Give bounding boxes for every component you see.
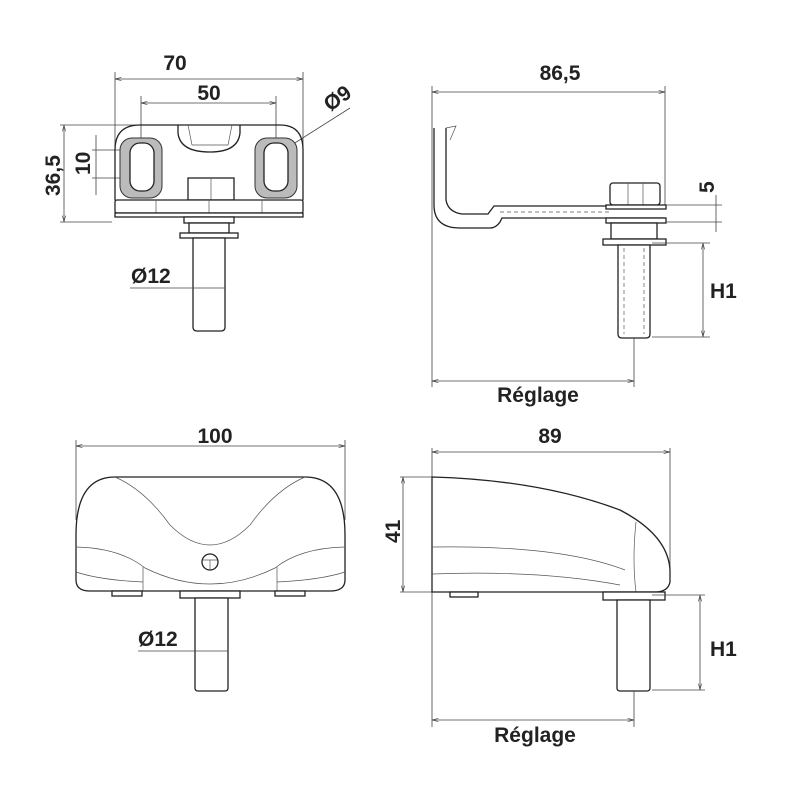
dim-label-pin-diameter: Ø12 — [131, 265, 171, 288]
dim-label-h1: H1 — [710, 280, 737, 303]
dim-label-36-5: 36,5 — [42, 155, 65, 196]
dim-label-86-5: 86,5 — [540, 62, 581, 85]
dim-label-5: 5 — [696, 181, 719, 193]
dim-label-10: 10 — [72, 152, 95, 175]
dim-label-41: 41 — [382, 519, 405, 543]
top-left-view: 70 50 Ø9 36,5 10 Ø12 — [42, 52, 356, 332]
dim-label-100: 100 — [197, 425, 232, 448]
top-right-view: 86,5 5 H1 Réglage — [431, 62, 737, 407]
dim-label-hole-diameter: Ø9 — [320, 81, 356, 116]
dim-label-89: 89 — [538, 425, 561, 448]
dim-label-reglage-2: Réglage — [494, 724, 576, 747]
bottom-right-view: 89 41 H1 Réglage — [382, 425, 737, 747]
bottom-left-view: 100 Ø12 — [75, 425, 346, 692]
dim-label-50: 50 — [197, 82, 220, 105]
dim-label-70: 70 — [163, 52, 186, 75]
dim-label-h1-2: H1 — [710, 638, 737, 661]
dim-label-pin-diameter-2: Ø12 — [138, 628, 178, 651]
dim-label-reglage: Réglage — [497, 384, 579, 407]
